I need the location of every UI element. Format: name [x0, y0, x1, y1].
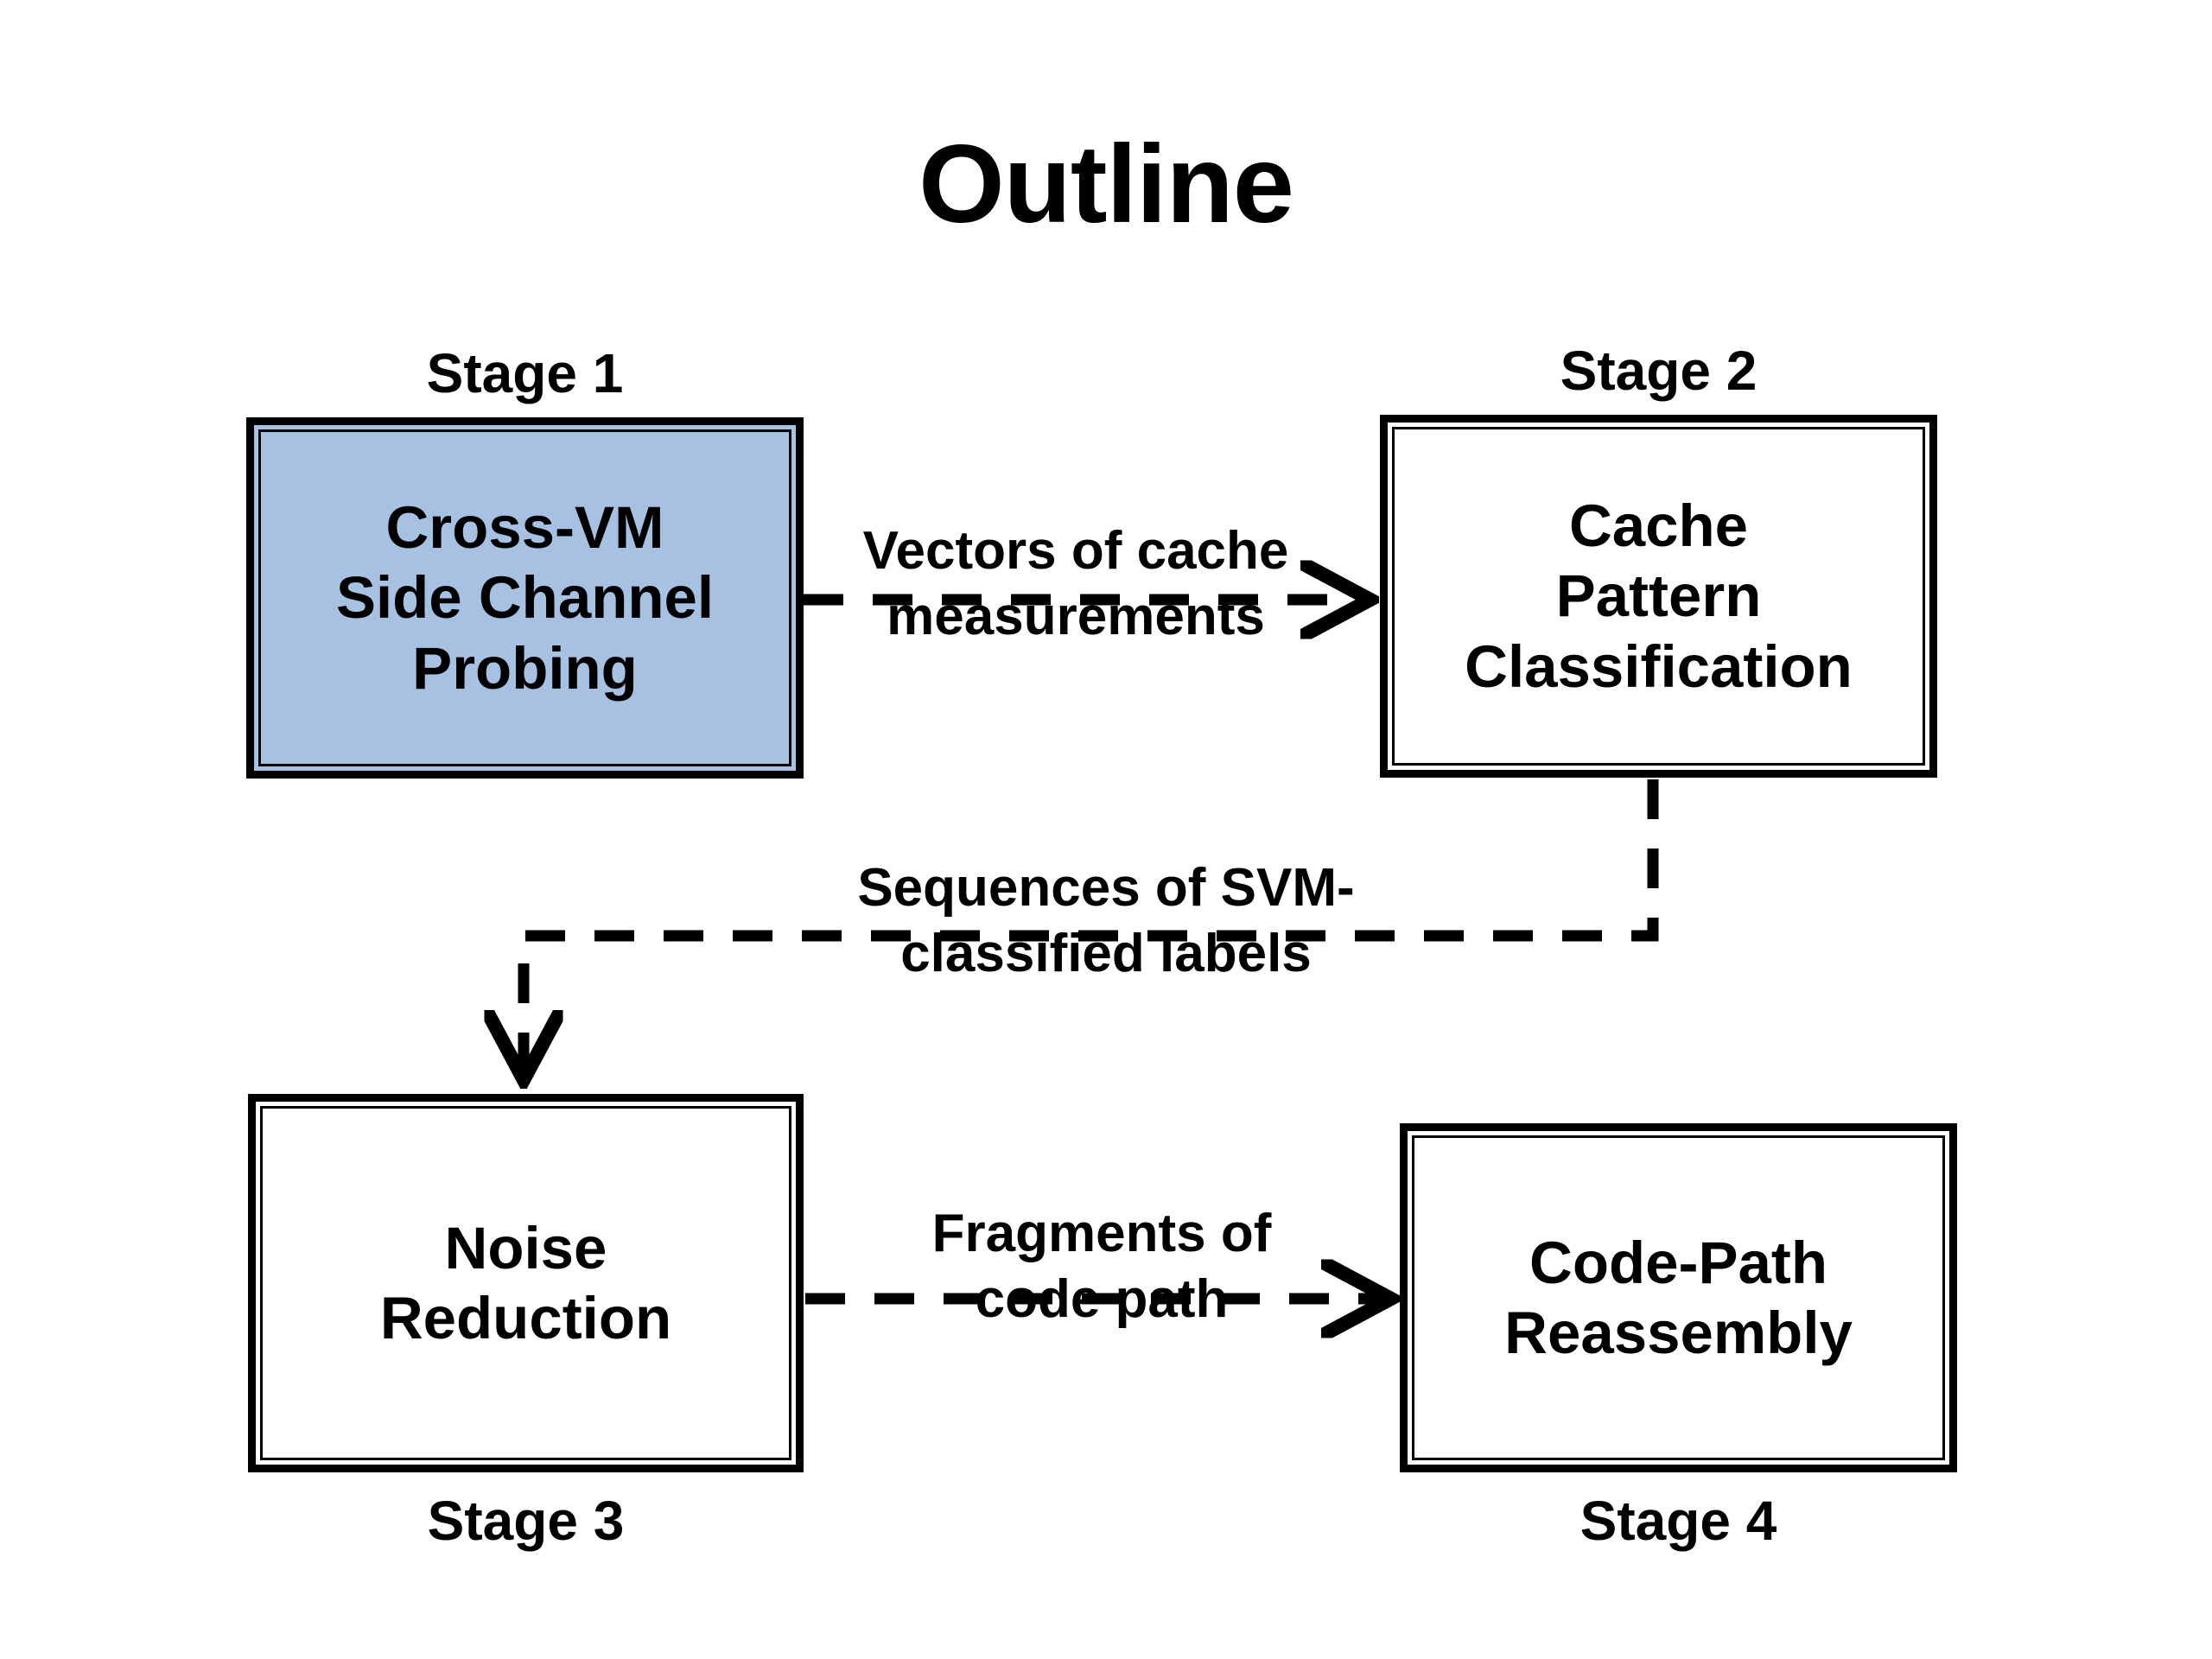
stage-box-code-path-reassembly[interactable]: Code-Path Reassembly: [1400, 1123, 1957, 1472]
edge-label-sequences-of-svm-classified-labels: Sequences of SVM- classified labels: [857, 858, 1355, 983]
stage-caption-3: Stage 3: [427, 1490, 625, 1552]
stage-caption-1: Stage 1: [426, 342, 624, 404]
edge-label-fragments-of-code-path: Fragments of code path: [931, 1204, 1272, 1329]
stage-caption-4: Stage 4: [1580, 1490, 1777, 1552]
stage-box-label-1: Cross-VM Side Channel Probing: [335, 493, 715, 702]
stage-box-noise-reduction[interactable]: Noise Reduction: [248, 1094, 804, 1472]
page-title: Outline: [918, 123, 1294, 246]
stage-box-label-2: Cache Pattern Classification: [1465, 492, 1853, 700]
stage-box-label-4: Code-Path Reassembly: [1504, 1229, 1853, 1366]
stage-box-cache-pattern-classification[interactable]: Cache Pattern Classification: [1380, 415, 1937, 778]
stage-caption-2: Stage 2: [1560, 340, 1758, 402]
stage-box-cross-vm-side-channel-probing[interactable]: Cross-VM Side Channel Probing: [246, 417, 804, 779]
stage-box-label-3: Noise Reduction: [379, 1214, 672, 1351]
edge-label-vectors-of-cache-measurements: Vectors of cache measurements: [862, 521, 1289, 646]
